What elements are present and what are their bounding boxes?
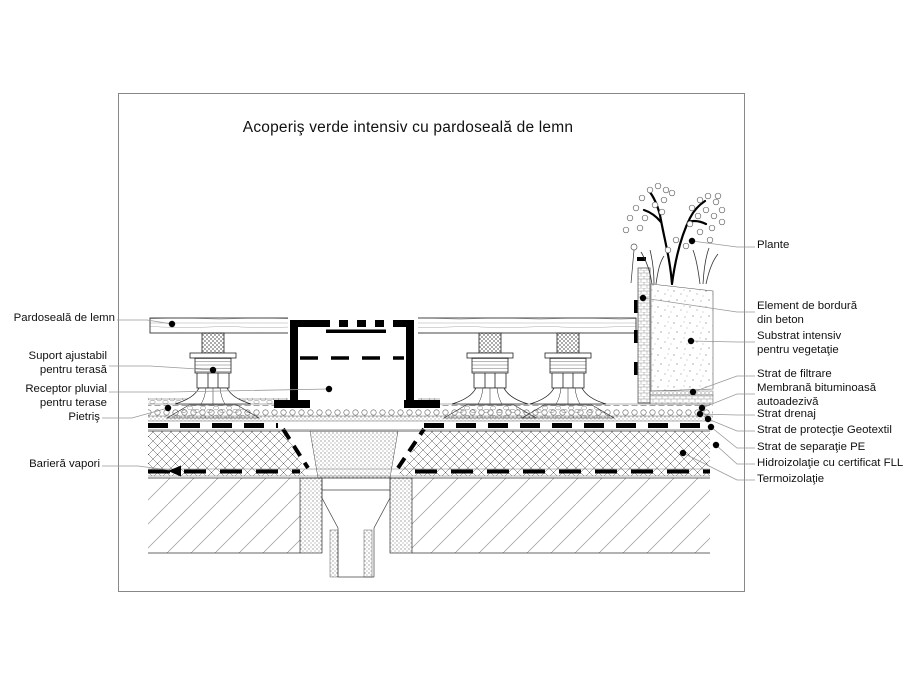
label-plante: Plante	[757, 239, 790, 251]
label-hidroizolatie-fll: Hidroizolaţie cu certificat FLL	[757, 457, 904, 469]
label-element-bordura: Element de bordură din beton	[757, 300, 858, 326]
concrete-slab	[148, 477, 710, 554]
label-termoizolatie: Termoizolaţie	[757, 473, 825, 485]
soil-substrate	[649, 283, 714, 405]
label-pietris: Pietriş	[68, 411, 100, 423]
plants	[622, 182, 726, 286]
vapour-barrier-layer	[148, 468, 710, 477]
label-strat-filtrare: Strat de filtrare	[757, 368, 832, 380]
label-strat-protectie-geotextil: Strat de protecţie Geotextil	[757, 424, 892, 436]
branches	[642, 189, 708, 286]
roof-drain	[299, 477, 413, 578]
grass	[630, 243, 719, 285]
layer-stack	[148, 398, 713, 554]
leader-lines	[102, 240, 755, 481]
drawing-title: Acoperiş verde intensiv cu pardoseală de…	[242, 119, 574, 136]
label-strat-drenaj: Strat drenaj	[757, 408, 816, 420]
label-strat-separatie-pe: Strat de separaţie PE	[757, 441, 866, 453]
drain-receptor	[274, 315, 440, 408]
label-bariera-vapori: Barieră vapori	[29, 458, 100, 470]
label-membrana-bituminoasa: Membrană bituminoasă autoadezivă	[757, 382, 877, 408]
label-receptor-pluvial: Receptor pluvial pentru terase	[25, 383, 107, 409]
label-pardoseala-de-lemn: Pardoseală de lemn	[13, 312, 115, 324]
leader-dots	[164, 237, 720, 477]
label-substrat-intensiv: Substrat intensiv pentru vegetaţie	[757, 330, 842, 356]
flowers	[622, 182, 726, 254]
label-suport-ajustabil: Suport ajustabil pentru terasă	[28, 350, 107, 376]
border-element	[634, 257, 651, 404]
drawing-frame	[118, 93, 745, 592]
waterproofing-layer	[148, 423, 710, 470]
